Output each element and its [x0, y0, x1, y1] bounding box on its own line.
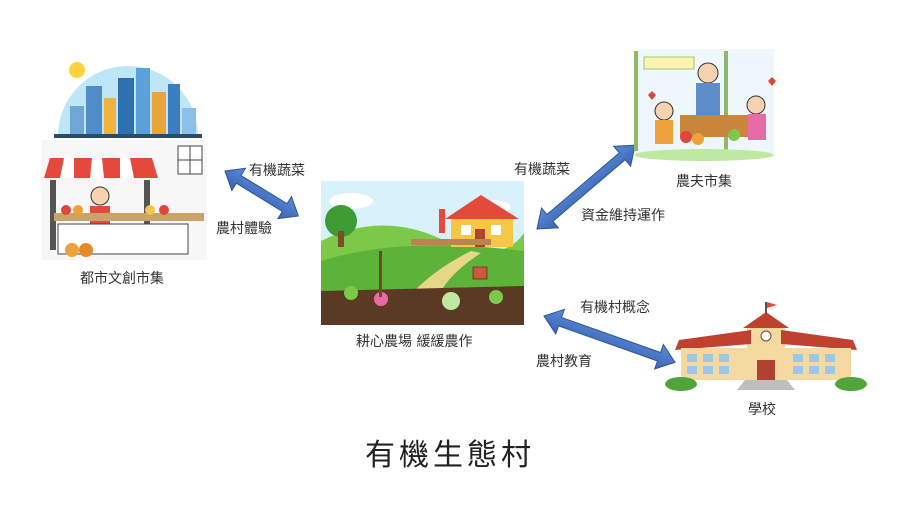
school-illustration	[665, 302, 867, 391]
edge-label-market-bottom: 資金維持運作	[581, 208, 665, 224]
arrow-city-farm	[224, 167, 300, 220]
edge-label-city-top: 有機蔬菜	[249, 163, 305, 179]
farm-node	[321, 181, 524, 325]
edge-label-school-top: 有機村概念	[580, 300, 650, 316]
farmers-market-label: 農夫市集	[676, 174, 732, 190]
city-market-illustration	[42, 62, 207, 260]
farm-illustration	[321, 181, 524, 325]
edge-label-market-top: 有機蔬菜	[514, 162, 570, 178]
edge-label-school-bottom: 農村教育	[536, 354, 592, 370]
school-label: 學校	[748, 402, 776, 418]
edge-label-city-bottom: 農村體驗	[216, 221, 272, 237]
farmers-market-node	[624, 45, 786, 163]
arrow-farm-school	[543, 308, 676, 370]
city-market-node	[40, 28, 215, 263]
farmers-market-illustration	[634, 49, 776, 161]
farm-label: 耕心農場 緩緩農作	[356, 334, 473, 350]
school-node	[661, 300, 871, 394]
city-market-label: 都市文創市集	[80, 271, 164, 287]
diagram-title: 有機生態村	[365, 438, 535, 473]
